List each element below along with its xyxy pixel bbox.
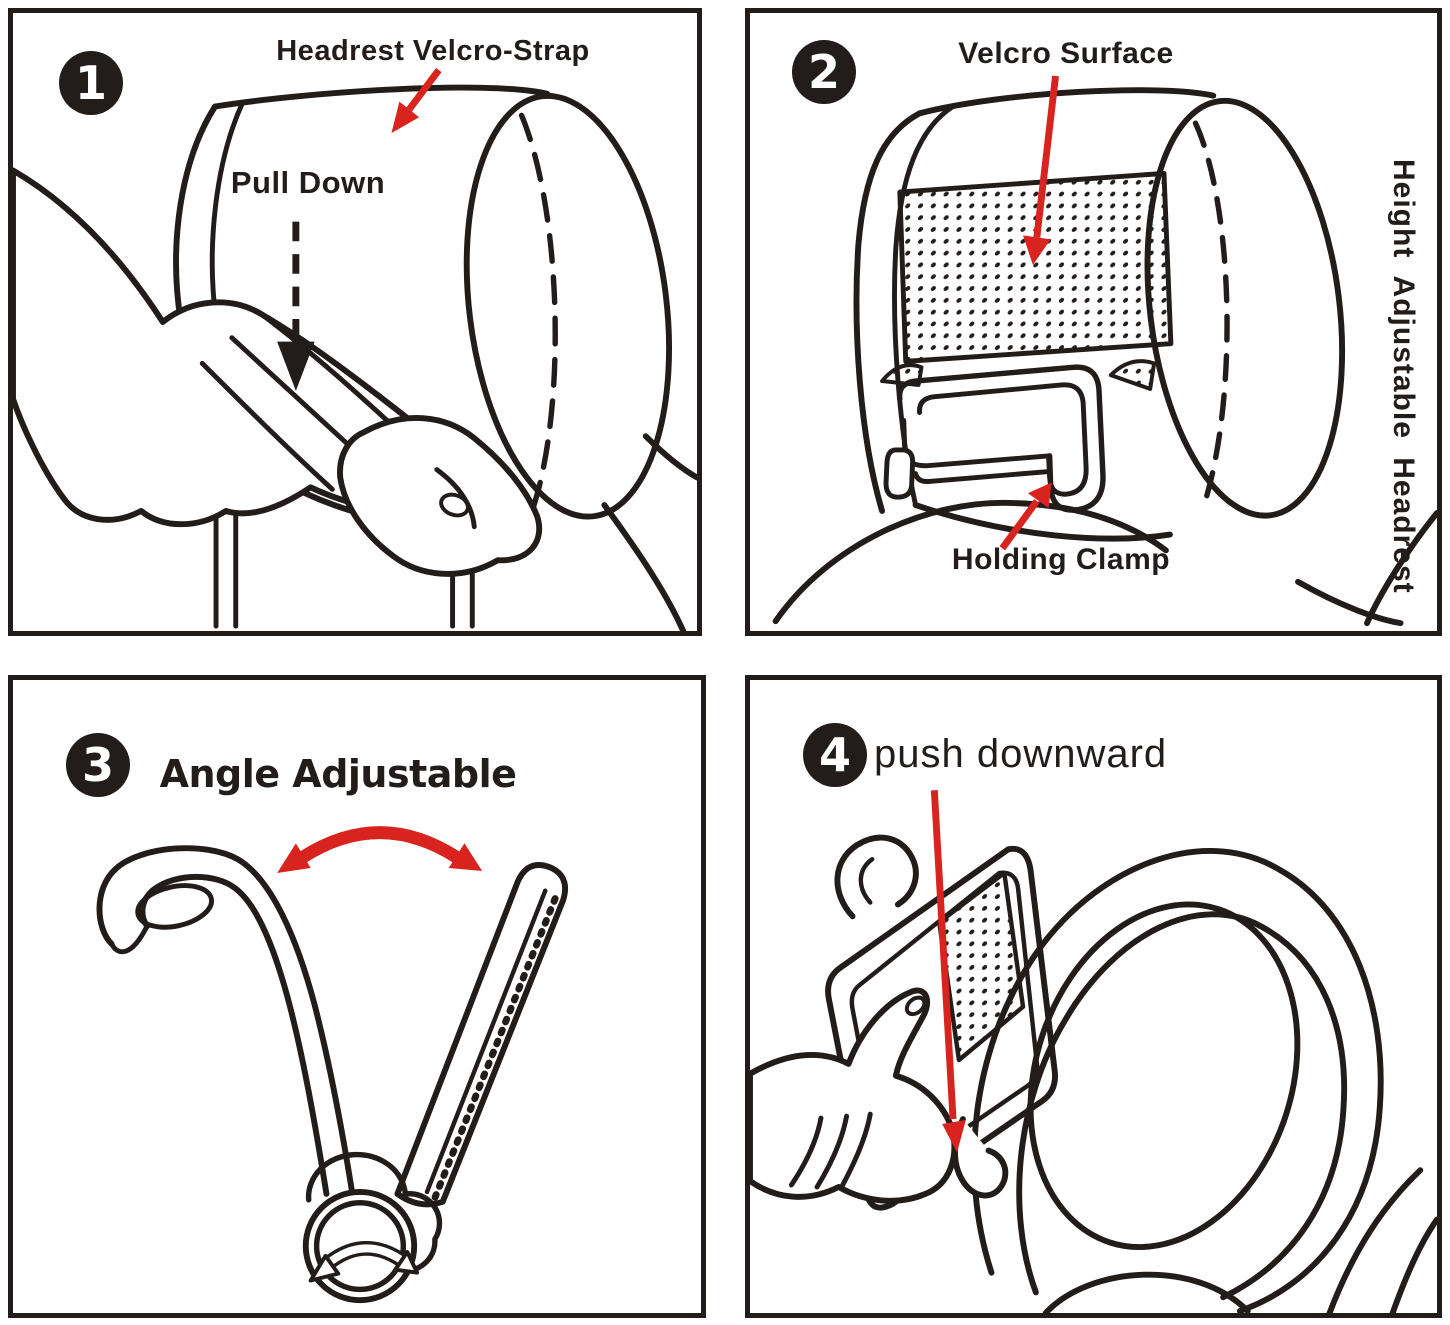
headrest-seam-dashed bbox=[518, 112, 558, 510]
hand bbox=[750, 987, 958, 1204]
headrest-end-cap bbox=[463, 92, 673, 520]
headrest-top-edge bbox=[916, 87, 1217, 117]
headrest-velcro-strap-label: Headrest Velcro-Strap bbox=[276, 35, 590, 67]
thumbnail bbox=[904, 995, 927, 1017]
pivot-knob bbox=[302, 1151, 443, 1304]
red-arrow-down-icon bbox=[1023, 75, 1059, 265]
step1-panel: 1 Headrest Velcro-Strap Pull Down bbox=[8, 8, 702, 636]
rotate-arrow-icon bbox=[308, 1241, 420, 1283]
velcro-surface bbox=[897, 170, 1174, 364]
step4-panel: 4 push downward bbox=[745, 675, 1442, 1318]
headrest-seam-dashed bbox=[1192, 120, 1230, 510]
step1-number-badge: 1 bbox=[59, 51, 123, 115]
holding-clamp bbox=[883, 364, 1106, 513]
clamp-hook-arm bbox=[96, 845, 356, 1197]
step1-illustration bbox=[13, 68, 697, 631]
velcro-surface-label: Velcro Surface bbox=[958, 37, 1174, 70]
seat-curve-right1 bbox=[1326, 1167, 1424, 1313]
seat-line-lower bbox=[601, 502, 687, 631]
push-downward-label: push downward bbox=[874, 732, 1168, 776]
left-band-outer bbox=[853, 110, 923, 514]
top-hook bbox=[834, 834, 919, 920]
headrest-top-edge bbox=[212, 84, 551, 110]
seat-line-right bbox=[1295, 578, 1404, 627]
mount-bracket bbox=[825, 834, 1058, 1211]
red-push-arrow-icon bbox=[930, 790, 966, 1153]
seat-line-right bbox=[642, 433, 697, 481]
red-swing-arrow-icon bbox=[277, 826, 483, 873]
headrest-side bbox=[971, 847, 1384, 1313]
holding-clamp-label: Holding Clamp bbox=[951, 543, 1171, 576]
seat-curve-center bbox=[1042, 1271, 1251, 1313]
angle-adjustable-label: Angle Adjustable bbox=[159, 752, 517, 796]
velcro-pad bbox=[937, 870, 1026, 1063]
step3-panel: 3 Angle Adjustable bbox=[8, 675, 706, 1318]
thumbnail bbox=[439, 492, 470, 518]
step4-number-badge: 4 bbox=[803, 723, 867, 787]
right-hand bbox=[337, 415, 543, 577]
ratchet-arm bbox=[394, 862, 569, 1208]
step3-illustration bbox=[96, 826, 569, 1304]
pull-down-label: Pull Down bbox=[230, 165, 386, 200]
red-arrow-icon bbox=[391, 68, 442, 134]
step4-illustration bbox=[750, 790, 1437, 1313]
step3-number-badge: 3 bbox=[66, 733, 130, 797]
seat-shoulder bbox=[1364, 509, 1437, 627]
seat-curve-right2 bbox=[1389, 1216, 1437, 1313]
seat-dome bbox=[772, 499, 1169, 625]
red-arrow-clamp-icon bbox=[999, 482, 1052, 551]
step2-number-badge: 2 bbox=[792, 40, 856, 104]
pull-down-arrow-icon bbox=[277, 221, 315, 391]
step2-panel: 2 Velcro Surface Holding Clamp Height Ad… bbox=[745, 8, 1442, 636]
bottom-hook bbox=[952, 1116, 1009, 1199]
velcro-wedge-right bbox=[1108, 359, 1157, 391]
step2-illustration bbox=[772, 75, 1437, 627]
